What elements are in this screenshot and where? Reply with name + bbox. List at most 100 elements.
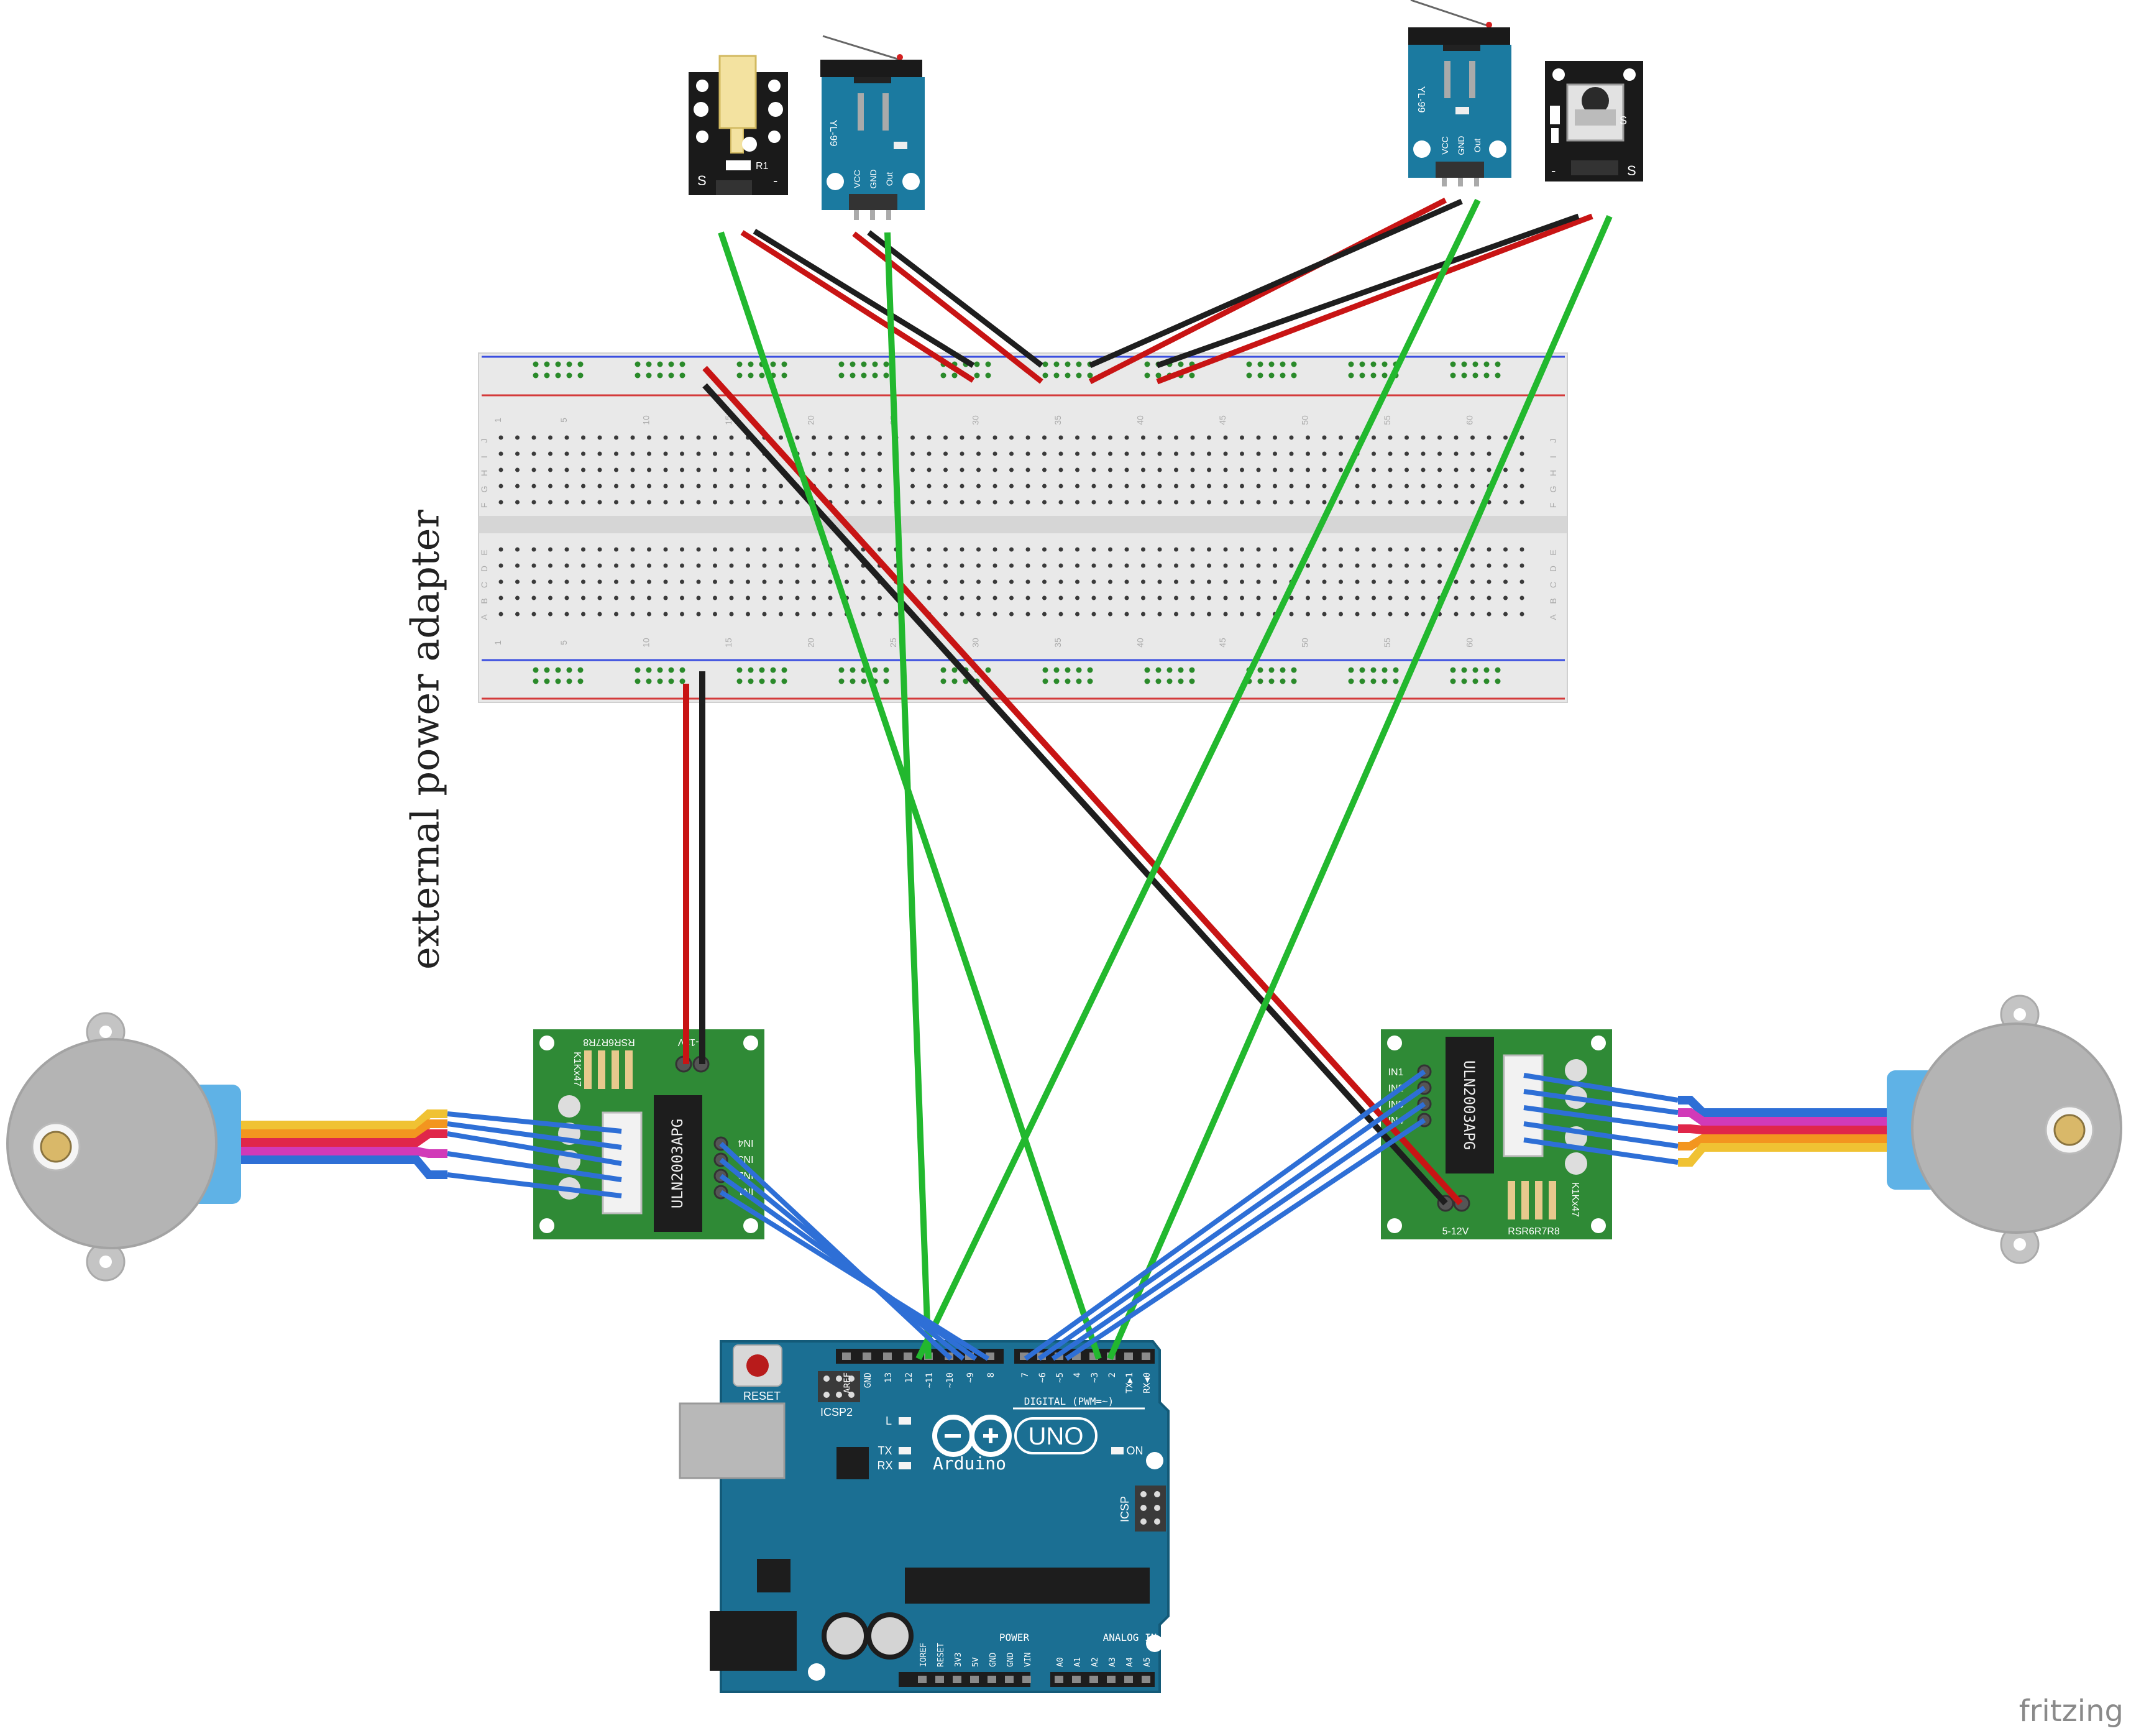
grid-hole xyxy=(1190,563,1195,568)
grid-hole xyxy=(1322,579,1327,584)
rail-hole xyxy=(657,372,663,379)
grid-hole xyxy=(1042,467,1047,472)
grid-hole xyxy=(1289,435,1294,440)
grid-hole xyxy=(1091,579,1096,584)
breadboard-column-number: 50 xyxy=(1300,638,1310,648)
grid-hole xyxy=(1519,595,1524,600)
grid-hole xyxy=(1058,451,1063,456)
grid-hole xyxy=(663,579,668,584)
rail-hole xyxy=(1472,372,1478,379)
grid-hole xyxy=(779,563,783,568)
grid-hole xyxy=(1519,435,1524,440)
rail-hole xyxy=(1370,361,1377,367)
arduino-power-label: POWER xyxy=(999,1632,1030,1643)
grid-hole xyxy=(1042,451,1047,456)
grid-hole xyxy=(1223,467,1228,472)
grid-hole xyxy=(663,563,668,568)
rail-hole xyxy=(668,667,674,673)
grid-hole xyxy=(1503,563,1508,568)
grid-hole xyxy=(861,435,866,440)
grid-hole xyxy=(1273,595,1277,600)
rail-hole xyxy=(1495,372,1501,379)
header-pin xyxy=(1022,1676,1031,1683)
grid-hole xyxy=(1190,595,1195,600)
grid-hole xyxy=(498,467,503,472)
breadboard-column-number: 30 xyxy=(971,638,981,648)
grid-hole xyxy=(927,484,932,489)
grid-hole xyxy=(630,579,635,584)
grid-hole xyxy=(878,484,882,489)
grid-hole xyxy=(1256,435,1261,440)
breadboard-column-number: 45 xyxy=(1217,638,1227,648)
grid-hole xyxy=(1437,563,1442,568)
grid-hole xyxy=(1322,595,1327,600)
grid-hole xyxy=(1388,563,1393,568)
rail-hole xyxy=(736,667,743,673)
grid-hole xyxy=(1454,612,1459,617)
grid-hole xyxy=(1124,612,1129,617)
grid-hole xyxy=(713,484,717,489)
grid-hole xyxy=(1141,435,1145,440)
grid-hole xyxy=(1223,500,1228,505)
grid-hole xyxy=(1339,435,1343,440)
grid-hole xyxy=(696,451,701,456)
arduino-infinity-logo xyxy=(932,1415,1012,1457)
grid-hole xyxy=(1322,484,1327,489)
grid-hole xyxy=(498,435,503,440)
wire-green-ir-signal xyxy=(1107,214,1613,1361)
grid-hole xyxy=(746,467,750,472)
grid-hole xyxy=(960,595,965,600)
rail-hole xyxy=(1370,678,1377,684)
rail-hole xyxy=(1246,372,1252,379)
rail-hole xyxy=(1053,667,1060,673)
motor-left-mount-hole-top xyxy=(99,1026,112,1038)
grid-hole xyxy=(1519,579,1524,584)
grid-hole xyxy=(1421,547,1426,552)
header-pin-label: A2 xyxy=(1091,1657,1100,1667)
grid-hole xyxy=(1075,435,1079,440)
grid-hole xyxy=(1405,579,1409,584)
rail-hole xyxy=(1042,678,1048,684)
grid-hole xyxy=(1108,595,1112,600)
motor-right-body xyxy=(1911,1022,2122,1234)
rail-hole xyxy=(1483,372,1490,379)
rail-hole xyxy=(657,678,663,684)
arduino-led-on xyxy=(1111,1447,1124,1454)
grid-hole xyxy=(828,579,833,584)
grid-hole xyxy=(1256,547,1261,552)
arduino-led-l xyxy=(899,1417,911,1425)
fritzing-watermark: fritzing xyxy=(2019,1694,2124,1729)
driver-left-resistor xyxy=(598,1050,605,1089)
breadboard-row-letter: D xyxy=(1548,566,1558,572)
grid-hole xyxy=(531,500,536,505)
arduino-reset-knob[interactable] xyxy=(746,1354,769,1377)
grid-hole xyxy=(1487,563,1492,568)
rail-hole xyxy=(1382,372,1388,379)
header-pin-label: ~6 xyxy=(1038,1372,1048,1383)
rail-hole xyxy=(679,361,685,367)
grid-hole xyxy=(1141,467,1145,472)
grid-hole xyxy=(680,484,684,489)
rail-hole xyxy=(759,678,765,684)
rail-hole xyxy=(1189,678,1195,684)
grid-hole xyxy=(713,612,717,617)
grid-hole xyxy=(1405,451,1409,456)
stepper-motor-right xyxy=(1678,994,2122,1264)
rail-hole xyxy=(1076,361,1082,367)
arduino-usb-chip xyxy=(836,1447,869,1479)
grid-hole xyxy=(515,451,520,456)
header-pin xyxy=(863,1353,871,1360)
grid-hole xyxy=(531,451,536,456)
grid-hole xyxy=(1256,467,1261,472)
grid-hole xyxy=(976,595,981,600)
grid-hole xyxy=(746,595,750,600)
grid-hole xyxy=(1470,435,1475,440)
grid-hole xyxy=(976,547,981,552)
grid-hole xyxy=(1174,451,1178,456)
wire-red-tilt-vcc xyxy=(740,230,975,383)
header-pin-label: 13 xyxy=(884,1372,894,1383)
grid-hole xyxy=(910,547,915,552)
grid-hole xyxy=(1075,547,1079,552)
grid-hole xyxy=(548,579,552,584)
grid-hole xyxy=(1339,547,1343,552)
